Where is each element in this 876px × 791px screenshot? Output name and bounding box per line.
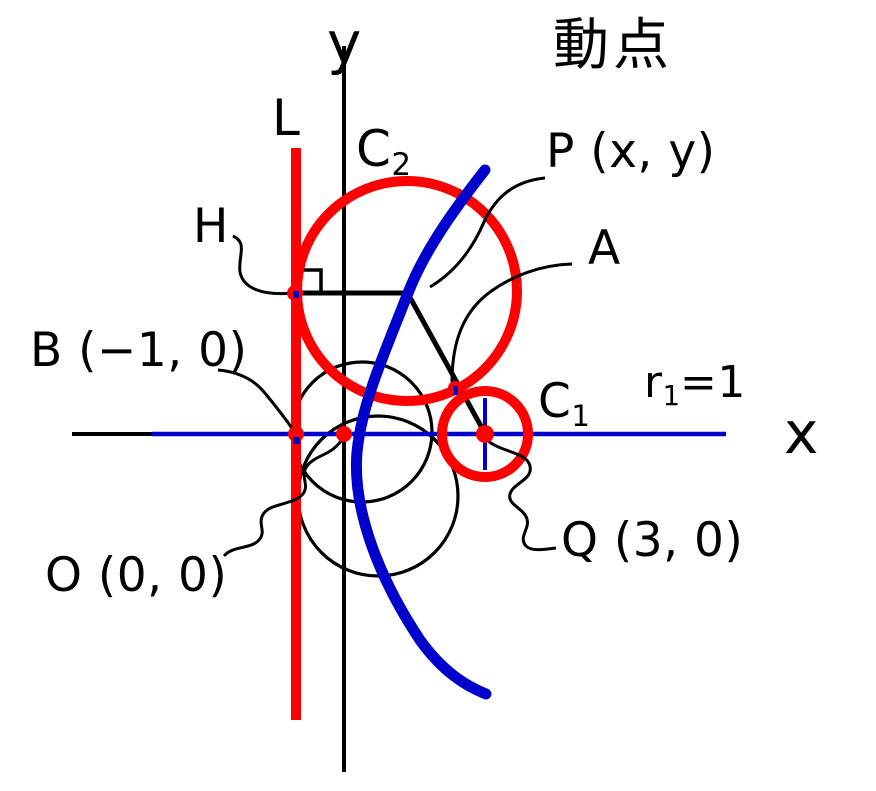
circle-C2-label-text: C xyxy=(356,120,392,178)
point-P-label: P (x, y) xyxy=(546,124,716,179)
point-B-label: B (−1, 0) xyxy=(30,323,248,378)
circle-C1-label: C1 xyxy=(538,378,590,430)
radius-r1-value: =1 xyxy=(679,357,746,408)
circle-C1-label-text: C xyxy=(538,374,572,429)
locus-curve xyxy=(350,164,492,700)
point-H-label: H xyxy=(193,199,229,254)
leader-line-O xyxy=(222,440,343,558)
leader-line-B xyxy=(217,368,296,432)
y-axis-label: y xyxy=(327,9,362,77)
radius-r1-sub: 1 xyxy=(662,381,680,413)
leader-line-P xyxy=(429,176,546,289)
point-O-label: O (0, 0) xyxy=(45,548,228,603)
point-H-dot xyxy=(293,291,299,298)
leader-line-A xyxy=(450,262,573,383)
leader-line-H xyxy=(232,234,294,296)
right-angle-mark xyxy=(302,268,323,291)
point-Q-marker xyxy=(476,425,494,443)
circle-C1-shape xyxy=(437,386,533,482)
radius-r1-label: r1=1 xyxy=(644,361,746,411)
circle-C2-label: C2 xyxy=(356,124,411,181)
point-O-marker xyxy=(336,426,352,442)
diagram-title: 動点 xyxy=(553,13,673,78)
circle-C2-label-sub: 2 xyxy=(391,147,412,184)
radius-r1-text: r xyxy=(644,357,663,408)
point-A-dot xyxy=(453,386,458,395)
point-B-dot xyxy=(293,437,300,444)
point-Q-label: Q (3, 0) xyxy=(561,513,744,568)
line-L-label: L xyxy=(272,89,301,147)
leader-line-Q xyxy=(485,438,557,552)
segment-PQ xyxy=(404,290,490,439)
circle-C1-label-sub: 1 xyxy=(571,398,590,433)
point-A-label: A xyxy=(588,221,621,276)
x-axis-label: x xyxy=(784,399,819,467)
